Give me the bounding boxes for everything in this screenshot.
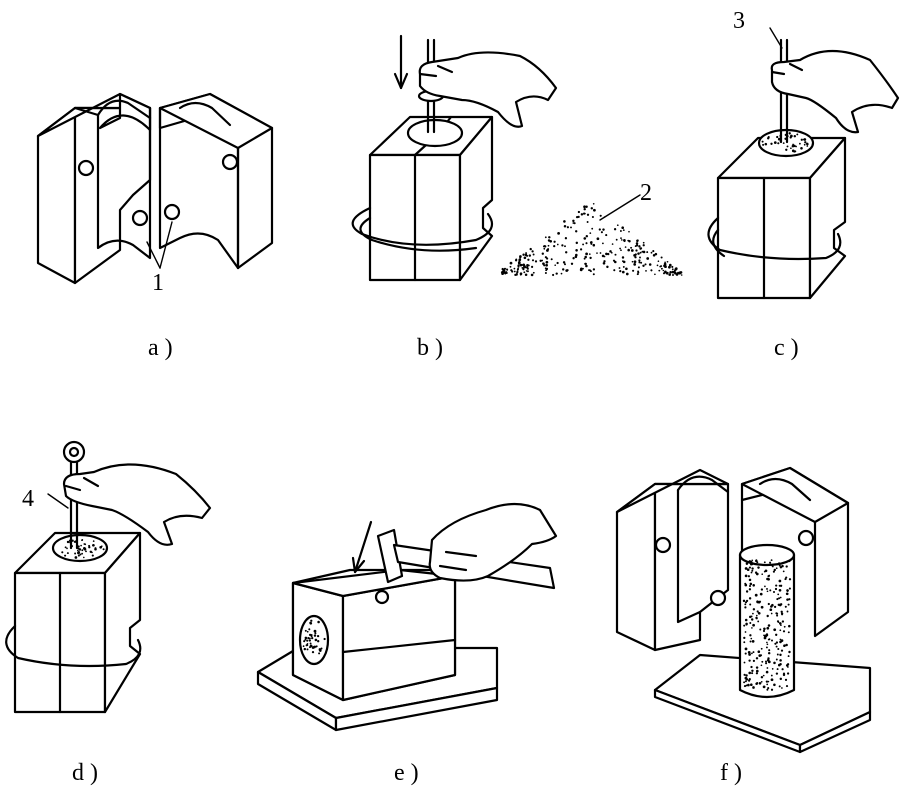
clamped-core-box-b: [368, 115, 494, 282]
core-box-left-half-f: [615, 468, 730, 652]
locating-pin-left-upper: [77, 159, 95, 177]
leader-3: [769, 27, 783, 49]
clamp-band-d: [5, 624, 142, 668]
locating-pin-left-lower: [131, 209, 149, 227]
base-plate-f: [653, 653, 872, 754]
leader-2: [599, 194, 641, 221]
panel-e: e ): [256, 502, 558, 786]
closed-core-box-e: [291, 568, 457, 702]
finished-sand-core: [738, 543, 796, 699]
callout-4: 4: [22, 486, 34, 512]
panel-d: 4 d ): [5, 440, 212, 786]
caption-a: a ): [148, 335, 173, 361]
leader-4: [47, 493, 69, 509]
leader-1b: [159, 221, 173, 269]
callout-1: 1: [152, 270, 164, 296]
hand-e: [428, 502, 558, 582]
locating-pin-right-upper: [221, 153, 239, 171]
locating-pin-e: [374, 589, 390, 605]
panel-b: 2 b ): [351, 34, 683, 361]
caption-e: e ): [394, 760, 419, 786]
callout-2: 2: [640, 180, 652, 206]
sand-filled-opening-d: [51, 533, 109, 563]
caption-d: d ): [72, 760, 98, 786]
clamp-band-c: [707, 216, 842, 261]
strike-arrow-e: [353, 520, 373, 574]
panel-c: 3 c ): [707, 8, 900, 361]
molding-sand-pile: [500, 202, 683, 277]
caption-c: c ): [774, 335, 799, 361]
locating-pin-f-left-upper: [654, 536, 672, 554]
callout-3: 3: [733, 8, 745, 34]
panel-f: f ): [615, 466, 872, 786]
hand-b: [418, 51, 558, 128]
locating-pin-f-right: [797, 529, 815, 547]
locating-pin-f-left-lower: [709, 589, 727, 607]
clamped-core-box-d: [13, 531, 142, 714]
caption-f: f ): [720, 760, 742, 786]
leader-1a: [146, 241, 161, 269]
core-box-left-half: [36, 92, 152, 285]
core-box-right-half: [158, 92, 274, 270]
panel-a: 1 a ): [36, 92, 274, 361]
hand-d: [62, 463, 212, 546]
hand-c: [770, 50, 900, 134]
caption-b: b ): [417, 335, 443, 361]
locating-pin-right-lower: [163, 203, 181, 221]
clamp-band-b: [351, 206, 494, 246]
clamped-core-box-c: [716, 128, 847, 300]
core-end-e: [298, 614, 330, 666]
